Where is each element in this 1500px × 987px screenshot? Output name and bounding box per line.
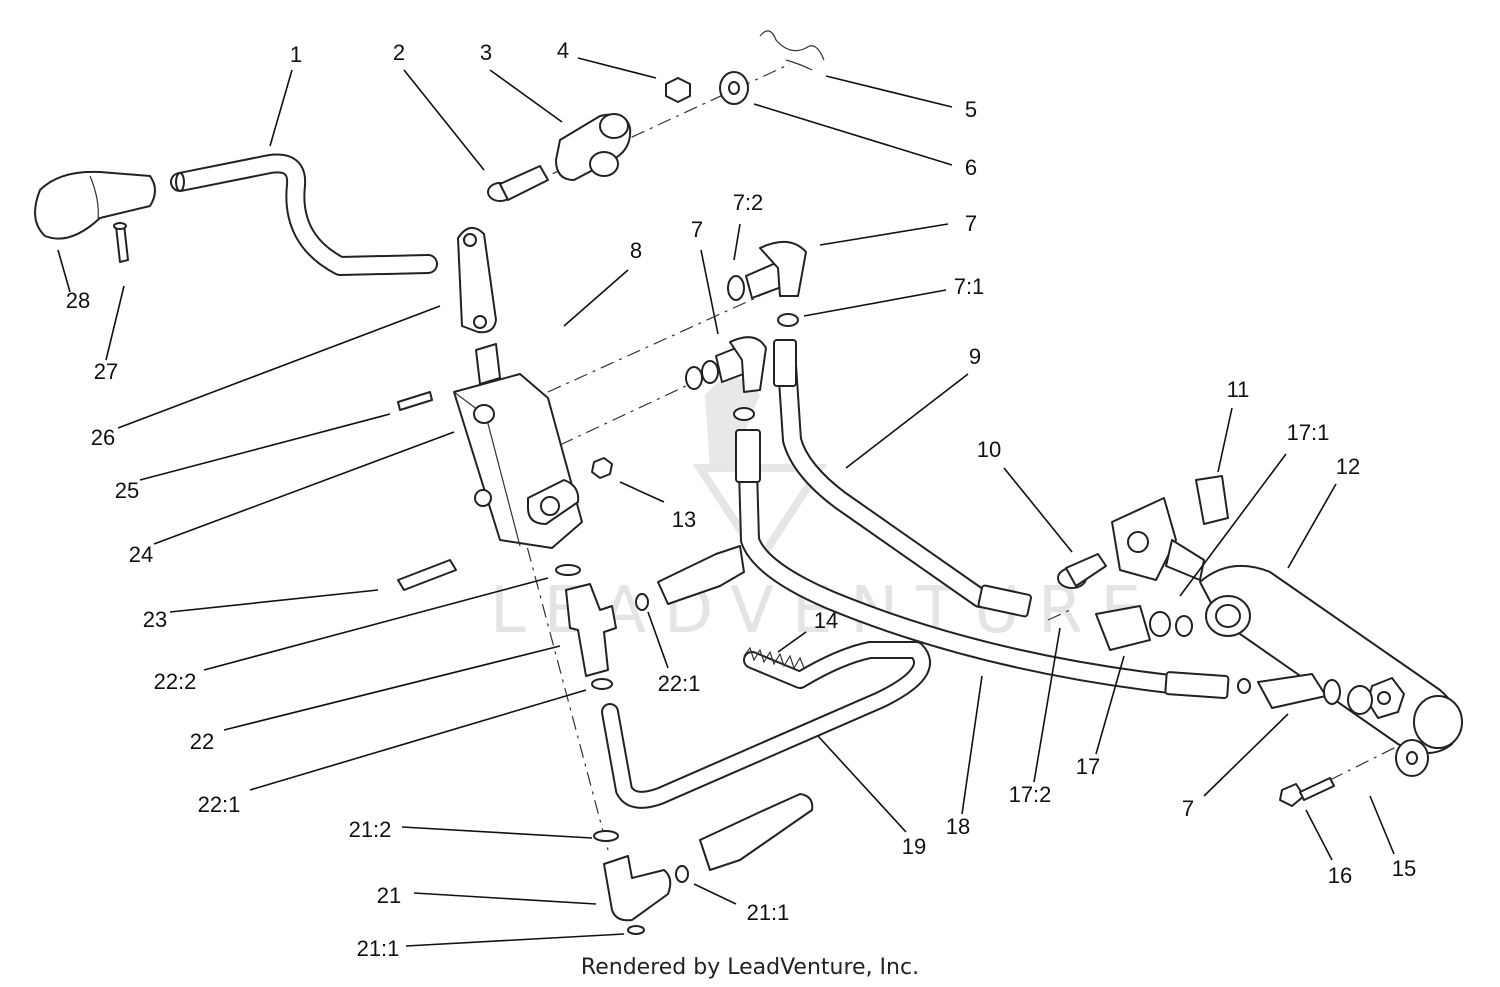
hydraulic-cylinder-part <box>1057 475 1463 807</box>
callout-label: 10 <box>977 437 1001 462</box>
callout-label: 22:1 <box>198 792 241 817</box>
callout-label: 21:2 <box>349 817 392 842</box>
hose-assemblies-part <box>735 339 1251 700</box>
callout-label: 5 <box>965 97 977 122</box>
callout-label: 7:1 <box>954 274 985 299</box>
callout-label: 8 <box>630 238 642 263</box>
credit-text: Rendered by LeadVenture, Inc. <box>581 955 919 980</box>
callout-label: 3 <box>480 40 492 65</box>
callout-label: 14 <box>814 608 838 633</box>
callout-label: 28 <box>66 288 90 313</box>
callout-label: 12 <box>1336 454 1360 479</box>
callout-label: 25 <box>115 478 139 503</box>
callout-label: 11 <box>1227 377 1250 402</box>
callout-label: 17 <box>1076 754 1100 779</box>
callout-label: 7 <box>691 217 703 242</box>
pivot-assembly-part <box>487 30 825 202</box>
callout-label: 7 <box>1182 796 1194 821</box>
center-lines <box>499 63 1431 851</box>
callout-label: 24 <box>129 542 153 567</box>
callout-label: 13 <box>672 507 696 532</box>
control-lever-part <box>170 153 438 276</box>
callout-label: 9 <box>969 344 981 369</box>
callout-label: 23 <box>143 607 167 632</box>
callout-label: 21 <box>377 883 401 908</box>
callout-label: 2 <box>393 40 405 65</box>
callout-label: 22 <box>190 729 214 754</box>
callout-label: 7:2 <box>733 190 764 215</box>
spring-part <box>743 646 805 670</box>
callout-label: 21:1 <box>747 900 790 925</box>
callout-label: 16 <box>1328 863 1352 888</box>
valve-body-part <box>397 343 613 591</box>
leader-lines <box>57 57 1395 947</box>
callout-label: 15 <box>1392 856 1416 881</box>
callout-label: 19 <box>902 834 926 859</box>
callout-label: 22:1 <box>658 671 701 696</box>
link-plate-part <box>457 227 497 334</box>
callout-label: 1 <box>290 42 302 67</box>
callout-label: 17:2 <box>1009 782 1052 807</box>
callout-label: 17:1 <box>1287 420 1330 445</box>
callout-label: 22:2 <box>154 669 197 694</box>
callout-label: 18 <box>946 814 970 839</box>
hand-grip-part <box>34 170 156 263</box>
callout-label: 27 <box>94 359 118 384</box>
tee-and-elbow-fittings-part <box>555 545 814 935</box>
callout-label: 26 <box>91 425 115 450</box>
elbow-fittings-part <box>685 241 807 421</box>
callout-label: 21:1 <box>357 936 400 961</box>
callout-label: 4 <box>557 38 569 63</box>
callout-label: 6 <box>965 155 977 180</box>
return-tube-part <box>601 641 931 809</box>
callout-label: 7 <box>965 211 977 236</box>
